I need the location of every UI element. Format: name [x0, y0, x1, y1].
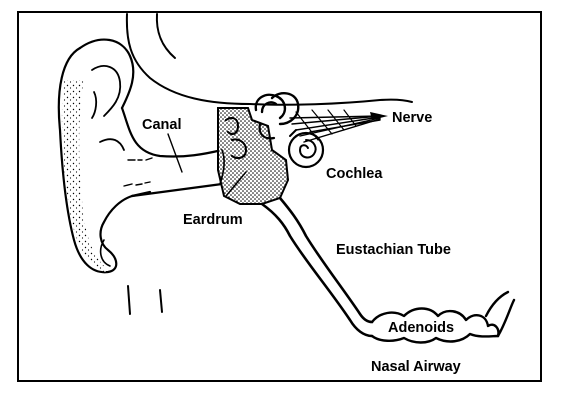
nerve-label: Nerve: [392, 110, 432, 126]
eustachian-tube-label: Eustachian Tube: [336, 242, 451, 258]
eardrum-label: Eardrum: [183, 212, 243, 228]
middle-ear: [218, 108, 288, 204]
cochlea-label: Cochlea: [326, 166, 383, 182]
nerve-bundle: [290, 110, 388, 142]
outer-ear: [59, 40, 150, 273]
adenoids-label: Adenoids: [388, 320, 454, 336]
eustachian-tube: [262, 198, 372, 336]
nasal-airway-label: Nasal Airway: [371, 359, 461, 375]
canal-label: Canal: [142, 117, 182, 133]
